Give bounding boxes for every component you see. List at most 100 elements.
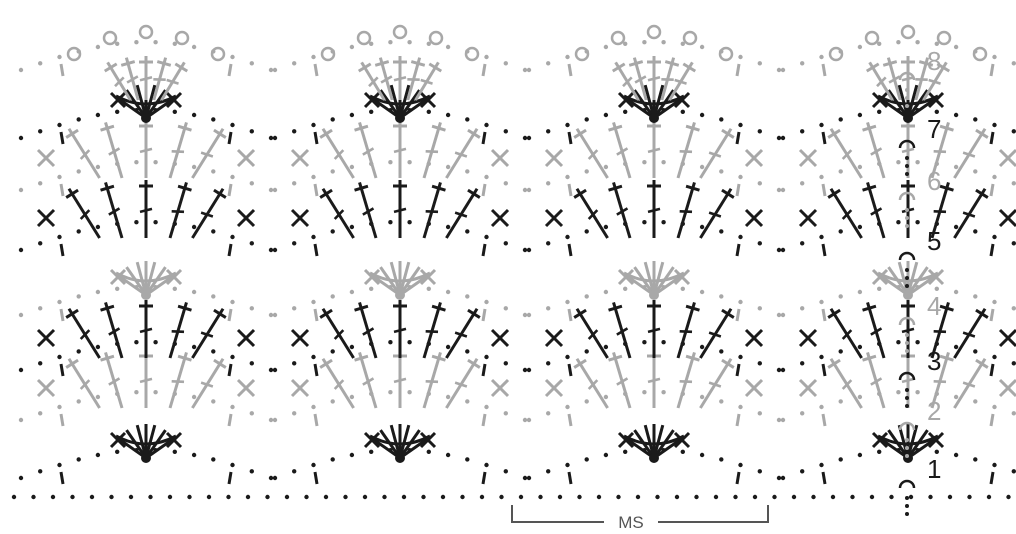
picot-edge — [320, 24, 480, 101]
row-number-7: 7 — [927, 114, 941, 144]
shell-fan — [290, 180, 510, 239]
chain-dot — [857, 289, 863, 295]
slip-stitch — [59, 471, 65, 485]
chain-dot — [115, 286, 120, 291]
slip-stitch — [567, 243, 573, 257]
chain-dot — [268, 247, 274, 253]
slip-stitch — [821, 131, 827, 145]
chain-dot — [268, 135, 274, 141]
chain-dot — [905, 404, 909, 408]
chain-dot — [191, 344, 197, 350]
chain-dot — [603, 44, 609, 50]
slip-stitch — [59, 243, 65, 257]
dc-stitch — [699, 127, 735, 179]
shell-cluster — [109, 261, 183, 300]
slip-stitch — [735, 63, 741, 77]
chain-dot — [953, 164, 959, 170]
chain-dot — [211, 457, 216, 462]
slip-stitch — [567, 471, 573, 485]
chain-dot — [905, 96, 909, 100]
chain-dot — [268, 475, 274, 481]
sc-stitch — [998, 378, 1016, 398]
chain-dot — [819, 299, 824, 305]
chain-dot — [905, 88, 909, 92]
row-7 — [18, 84, 1016, 145]
chain-dot — [584, 399, 589, 404]
shell-fan — [798, 180, 1016, 239]
chain-dot — [76, 457, 81, 462]
shell-fan — [544, 350, 764, 409]
chain-dot — [800, 306, 805, 311]
chain-dot — [38, 129, 43, 134]
slip-stitch — [481, 243, 487, 257]
chain-dot — [973, 294, 978, 299]
dc-stitch — [422, 121, 446, 179]
chain-dot — [780, 187, 786, 193]
row-6 — [18, 120, 1016, 197]
slip-stitch — [59, 413, 65, 427]
chain-dot — [661, 220, 666, 225]
sc-stitch — [363, 91, 381, 109]
chain-dot — [57, 299, 62, 305]
sc-stitch — [927, 431, 945, 449]
chain-dot — [953, 224, 959, 230]
chain-dot — [230, 462, 235, 468]
slip-stitch — [821, 471, 827, 485]
stitch-rows — [18, 24, 1016, 485]
chain-dot — [719, 169, 724, 174]
shell-fan — [544, 120, 764, 179]
chain-dot — [503, 181, 508, 186]
chain-dot — [230, 54, 235, 60]
repeat-bracket-line — [511, 505, 769, 523]
dc-stitch — [647, 120, 661, 178]
chain-dot — [503, 241, 508, 246]
chain-dot — [1011, 61, 1016, 66]
chain-dot — [211, 117, 216, 122]
chain-dot — [699, 44, 705, 50]
slip-stitch — [59, 63, 65, 77]
chain-dot — [953, 289, 959, 295]
chain-dot — [172, 449, 177, 454]
chain-dot — [134, 160, 139, 165]
row-number-5: 5 — [927, 226, 941, 256]
chain-dot — [905, 172, 909, 176]
chain-dot — [349, 44, 355, 50]
chain-dot — [908, 494, 914, 500]
dc-stitch — [699, 357, 735, 409]
dc-stitch — [865, 61, 894, 101]
chain-dot — [757, 61, 762, 66]
chain-dot — [191, 44, 197, 50]
slip-stitch — [481, 363, 487, 377]
turning-chain — [898, 139, 916, 149]
dc-stitch — [608, 301, 632, 359]
chain-dot — [819, 462, 824, 468]
sc-stitch — [998, 208, 1016, 228]
chain-dot — [800, 411, 805, 416]
chain-dot — [738, 354, 743, 360]
chain-dot — [635, 494, 641, 500]
chain-dot — [896, 40, 901, 45]
chain-dot — [503, 361, 508, 366]
chain-dot — [230, 404, 235, 410]
chain-dot — [565, 174, 570, 180]
chain-dot — [680, 449, 685, 454]
chain-dot — [57, 122, 62, 128]
chain-dot — [905, 216, 909, 220]
chain-dot — [134, 40, 139, 45]
dc-stitch — [139, 300, 153, 358]
chain-dot — [719, 117, 724, 122]
chain-dot — [776, 367, 782, 373]
dc-stitch — [168, 121, 192, 179]
shell-fan — [36, 350, 256, 409]
chain-dot — [738, 404, 743, 410]
chain-dot — [603, 224, 609, 230]
picot-edge — [828, 24, 988, 101]
sc-stitch — [165, 431, 183, 449]
dc-stitch — [573, 307, 609, 359]
turning-chain — [898, 421, 916, 431]
chain-dot — [800, 181, 805, 186]
chain-dot — [115, 109, 120, 115]
sc-stitch — [165, 91, 183, 109]
chain-dot — [38, 469, 43, 474]
slip-stitch — [735, 471, 741, 485]
